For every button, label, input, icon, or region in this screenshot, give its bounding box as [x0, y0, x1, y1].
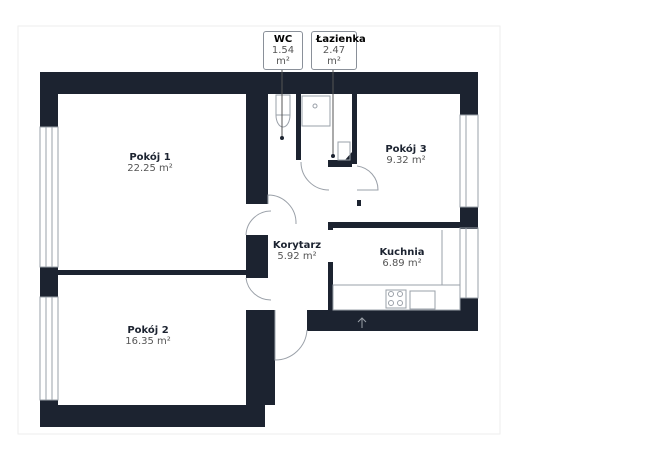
room-name: Kuchnia	[379, 247, 425, 258]
room-pokoj-2: Pokój 2 16.35 m²	[125, 325, 171, 347]
fixtures	[275, 94, 461, 311]
room-korytarz: Korytarz 5.92 m²	[273, 240, 321, 262]
room-area: 2.47 m²	[322, 45, 346, 67]
room-pointers	[280, 64, 335, 158]
room-kuchnia: Kuchnia 6.89 m²	[379, 247, 424, 269]
room-tag-wc: WC 1.54 m²	[263, 31, 303, 70]
room-area: 6.89 m²	[382, 258, 422, 269]
room-area: 16.35 m²	[125, 336, 171, 347]
room-area: 9.32 m²	[386, 155, 426, 166]
room-name: Łazienka	[316, 34, 366, 45]
room-area: 5.92 m²	[277, 251, 317, 262]
room-pokoj-3: Pokój 3 9.32 m²	[385, 144, 426, 166]
room-name: Pokój 1	[129, 152, 171, 163]
room-tag-lazienka: Łazienka 2.47 m²	[311, 31, 366, 70]
room-name: Korytarz	[272, 240, 322, 251]
room-name: WC	[273, 34, 293, 45]
frame	[17, 25, 501, 435]
room-name: Pokój 2	[127, 325, 169, 336]
room-area: 1.54 m²	[271, 45, 295, 67]
room-pokoj-1: Pokój 1 22.25 m²	[127, 152, 173, 174]
room-name: Pokój 3	[385, 144, 427, 155]
room-area: 22.25 m²	[127, 163, 173, 174]
walls	[40, 72, 478, 427]
windows	[39, 114, 479, 401]
doors	[245, 161, 379, 361]
